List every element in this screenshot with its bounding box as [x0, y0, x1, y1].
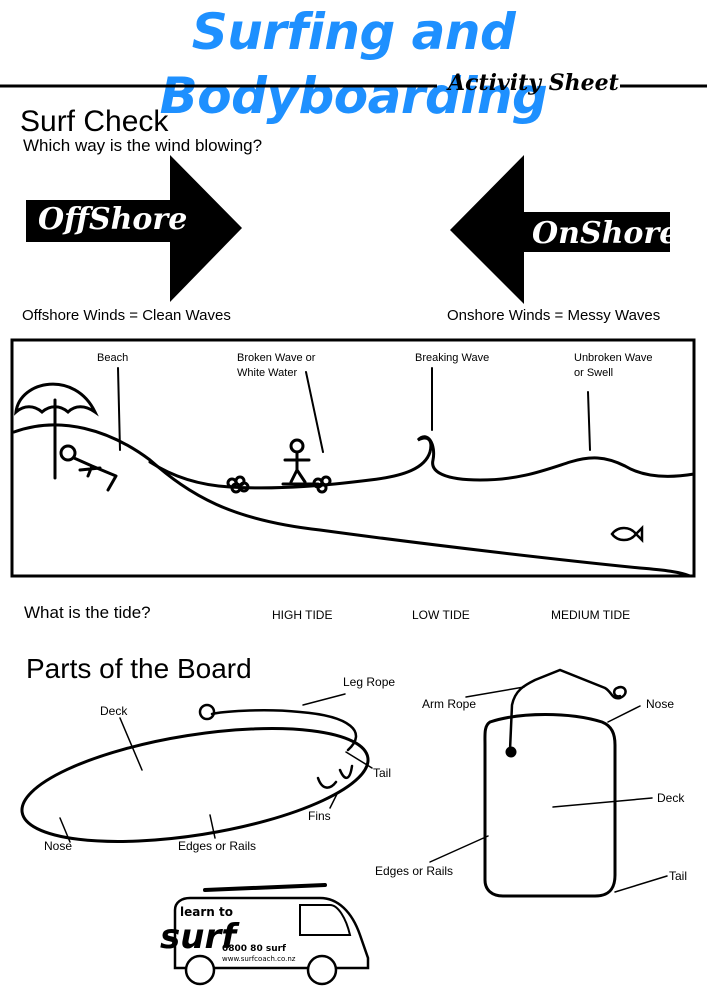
tide-question: What is the tide?: [24, 603, 151, 622]
tide-option-high[interactable]: HIGH TIDE: [272, 608, 333, 622]
offshore-label: OffShore: [38, 202, 188, 237]
surfboard: [20, 693, 373, 843]
label-broken-wave-1: Broken Wave or: [237, 352, 316, 364]
onshore-arrow: [450, 155, 670, 304]
surfboard-label-nose: Nose: [44, 839, 73, 853]
logo-line2: surf: [160, 917, 237, 957]
surfboard-label-deck: Deck: [100, 704, 128, 718]
beach-diagram-box: [10, 338, 696, 578]
page-subtitle: Activity Sheet: [448, 70, 619, 96]
beach-scene: [12, 367, 696, 578]
wind-question: Which way is the wind blowing?: [23, 136, 263, 155]
logo-van-illustration: [173, 883, 370, 986]
logo-web[interactable]: www.surfcoach.co.nz: [222, 955, 296, 963]
bodyboard-label-nose: Nose: [646, 697, 675, 711]
onshore-caption: Onshore Winds = Messy Waves: [447, 307, 661, 324]
tide-option-medium[interactable]: MEDIUM TIDE: [551, 608, 631, 622]
label-beach: Beach: [97, 352, 129, 364]
surfboard-label-edges: Edges or Rails: [178, 839, 257, 853]
board-heading: Parts of the Board: [26, 653, 252, 684]
bodyboard-label-edges: Edges or Rails: [375, 864, 454, 878]
surf-check-heading: Surf Check: [20, 105, 169, 138]
logo-line1: learn to: [180, 905, 233, 919]
bodyboard-label-deck: Deck: [657, 791, 685, 805]
logo-phone: 0800 80 surf: [222, 944, 286, 954]
bodyboard: [429, 668, 668, 898]
tide-option-low[interactable]: LOW TIDE: [412, 608, 470, 622]
label-unbroken-2: or Swell: [574, 367, 614, 379]
label-broken-wave-2: White Water: [237, 367, 298, 379]
surfboard-label-leg-rope: Leg Rope: [343, 675, 396, 689]
offshore-arrow: [26, 155, 242, 302]
page-title: Surfing and Bodyboarding: [159, 3, 548, 125]
surfboard-label-fins: Fins: [308, 809, 331, 823]
onshore-label: OnShore: [532, 216, 679, 251]
bodyboard-label-tail: Tail: [669, 869, 688, 883]
surfboard-label-tail: Tail: [373, 766, 392, 780]
bodyboard-label-arm-rope: Arm Rope: [422, 697, 477, 711]
offshore-caption: Offshore Winds = Clean Waves: [22, 307, 231, 324]
label-breaking-wave: Breaking Wave: [415, 352, 490, 364]
label-unbroken-1: Unbroken Wave: [574, 352, 653, 364]
